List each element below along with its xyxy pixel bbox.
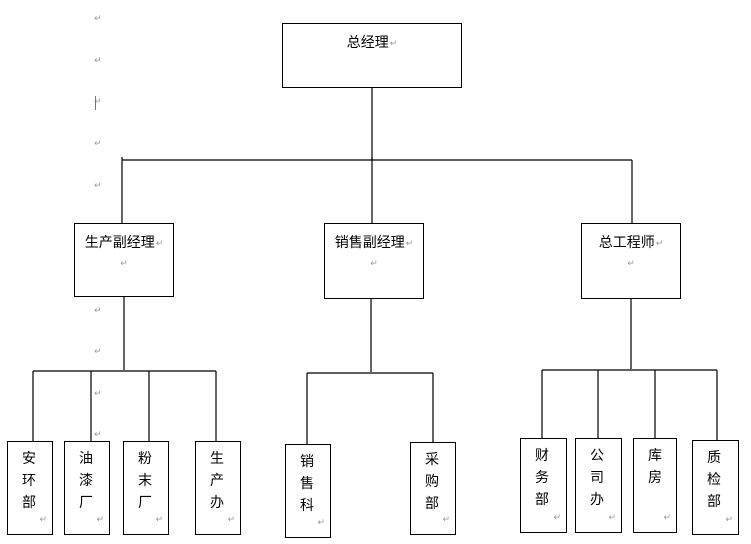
paragraph-mark: ↵: [663, 513, 671, 523]
paragraph-mark: ↵: [94, 139, 102, 149]
paragraph-mark: ↵: [94, 14, 102, 24]
node-label: 总经理: [346, 35, 389, 51]
node-company-office[interactable]: 公司办 ↵: [575, 438, 622, 533]
paragraph-mark: ↵: [94, 389, 102, 399]
paragraph-mark: ↵: [94, 97, 102, 107]
paragraph-mark: ↵: [655, 239, 664, 249]
paragraph-mark: ↵: [317, 518, 325, 528]
node-safety-env-dept[interactable]: 安环部 ↵: [7, 441, 53, 535]
node-label: 生产副经理: [84, 235, 155, 251]
node-label: 质检部: [707, 450, 721, 510]
paragraph-mark: ↵: [39, 515, 47, 525]
paragraph-mark: ↵: [608, 513, 616, 523]
paragraph-mark: ↵: [389, 39, 398, 49]
node-label: 财务部: [535, 448, 549, 508]
node-label: 安环部: [22, 451, 36, 511]
paragraph-mark: ↵: [155, 239, 164, 249]
paragraph-mark: ↵: [94, 56, 102, 66]
paragraph-mark: ↵: [94, 306, 102, 316]
node-paint-factory[interactable]: 油漆厂 ↵: [64, 441, 110, 535]
node-powder-factory[interactable]: 粉末厂 ↵: [123, 441, 169, 535]
paragraph-mark: ↵: [96, 515, 104, 525]
node-production-office[interactable]: 生产办 ↵: [195, 441, 241, 535]
paragraph-mark: ↵: [442, 515, 450, 525]
node-finance-dept[interactable]: 财务部 ↵: [520, 438, 567, 533]
text-cursor: [95, 96, 96, 110]
paragraph-mark: ↵: [94, 181, 102, 191]
node-label: 总工程师: [598, 235, 655, 251]
node-chief-engineer[interactable]: 总工程师↵ ↵: [581, 223, 681, 299]
node-quality-dept[interactable]: 质检部 ↵: [692, 440, 739, 535]
node-label: 粉末厂: [138, 451, 152, 511]
node-label: 销售科: [300, 454, 314, 514]
node-purchasing-dept[interactable]: 采购部 ↵: [410, 442, 456, 535]
paragraph-mark: ↵: [94, 430, 102, 440]
node-production-deputy[interactable]: 生产副经理↵ ↵: [74, 223, 174, 297]
node-sales-section[interactable]: 销售科 ↵: [285, 444, 331, 538]
node-label: 油漆厂: [79, 451, 93, 511]
node-label: 库房: [648, 448, 662, 486]
paragraph-mark: ↵: [94, 347, 102, 357]
paragraph-mark: ↵: [553, 513, 561, 523]
node-label: 生产办: [210, 451, 224, 511]
paragraph-mark: ↵: [227, 515, 235, 525]
node-warehouse[interactable]: 库房 ↵: [633, 438, 677, 533]
node-label: 销售副经理: [334, 235, 405, 251]
paragraph-mark: ↵: [725, 515, 733, 525]
node-sales-deputy[interactable]: 销售副经理↵ ↵: [324, 223, 424, 299]
paragraph-mark: ↵: [405, 239, 414, 249]
node-general-manager[interactable]: 总经理↵: [282, 23, 462, 88]
node-label: 采购部: [425, 452, 439, 512]
paragraph-mark: ↵: [155, 515, 163, 525]
paragraph-mark: ↵: [370, 259, 378, 269]
node-label: 公司办: [590, 448, 604, 508]
paragraph-mark: ↵: [627, 259, 635, 269]
paragraph-mark: ↵: [120, 259, 128, 269]
